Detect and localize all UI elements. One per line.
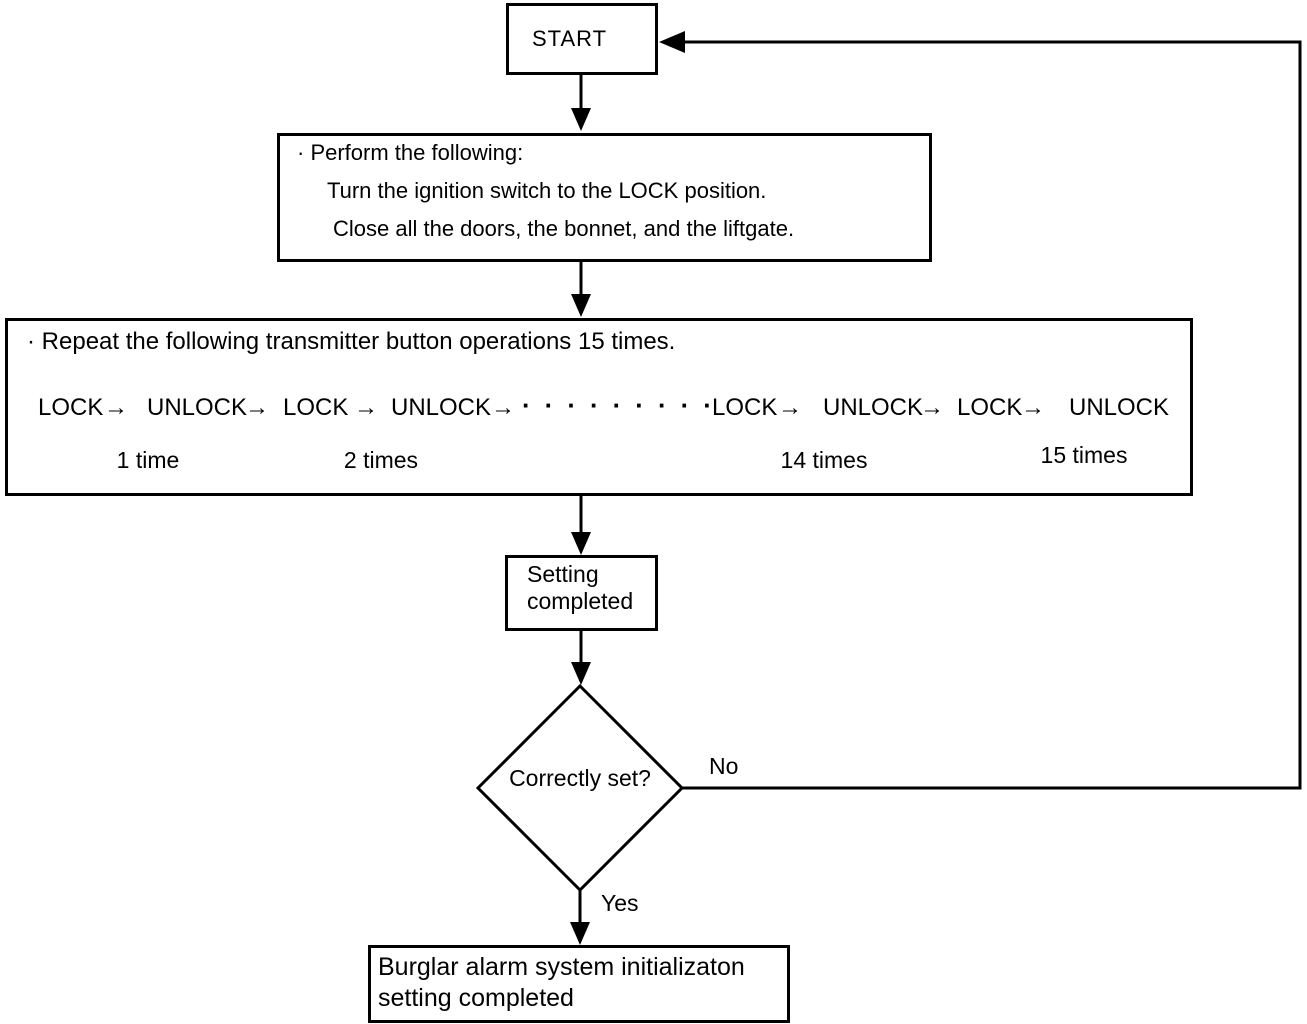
ellipsis-dots: ·········: [522, 390, 726, 420]
perform-line-3: Close all the doors, the bonnet, and the…: [333, 216, 795, 241]
perform-step-node: [277, 133, 932, 262]
setting-completed-node: [505, 555, 658, 631]
perform-line-1: · Perform the following:: [297, 140, 524, 165]
sequence-arrow-icon: →: [778, 394, 802, 421]
lock-label: LOCK: [957, 394, 1023, 421]
group-count-label: 1 time: [116, 447, 180, 473]
sequence-arrow-icon: →: [354, 394, 378, 421]
group-count-label: 15 times: [1040, 442, 1128, 468]
yes-branch-label: Yes: [601, 890, 639, 916]
start-node-label: START: [532, 26, 608, 51]
decision-question: Correctly set?: [509, 765, 651, 791]
lock-label: LOCK: [283, 394, 349, 421]
unlock-label: UNLOCK: [147, 394, 248, 421]
no-branch-label: No: [709, 753, 739, 779]
sequence-arrow-icon: →: [104, 394, 128, 421]
arrow-down-icon: [571, 108, 591, 131]
arrow-down-icon: [570, 922, 590, 945]
start-node: [506, 3, 658, 75]
repeat-title: · Repeat the following transmitter butto…: [27, 328, 676, 355]
sequence-arrow-icon: →: [491, 394, 515, 421]
arrow-down-icon: [571, 294, 591, 317]
setting-line-1: Setting: [527, 561, 599, 587]
group-count-label: 2 times: [343, 447, 419, 473]
arrow-down-icon: [571, 532, 591, 555]
group-count-label: 14 times: [780, 447, 868, 473]
sequence-arrow-icon: →: [920, 394, 944, 421]
arrow-left-icon: [659, 31, 685, 53]
lock-label: LOCK: [38, 394, 104, 421]
perform-line-2: Turn the ignition switch to the LOCK pos…: [327, 178, 767, 203]
final-step-node: [368, 945, 790, 1023]
sequence-arrow-icon: →: [1021, 394, 1045, 421]
final-line-2: setting completed: [378, 984, 574, 1012]
unlock-label: UNLOCK: [1069, 394, 1170, 421]
repeat-step-node: [5, 318, 1193, 496]
connector-no-return-path: [682, 40, 1302, 790]
lock-label: LOCK: [712, 394, 778, 421]
arrow-down-icon: [571, 662, 591, 685]
setting-line-2: completed: [527, 588, 634, 614]
final-line-1: Burglar alarm system initializaton: [378, 953, 745, 981]
unlock-label: UNLOCK: [823, 394, 924, 421]
sequence-arrow-icon: →: [245, 394, 269, 421]
unlock-label: UNLOCK: [391, 394, 492, 421]
